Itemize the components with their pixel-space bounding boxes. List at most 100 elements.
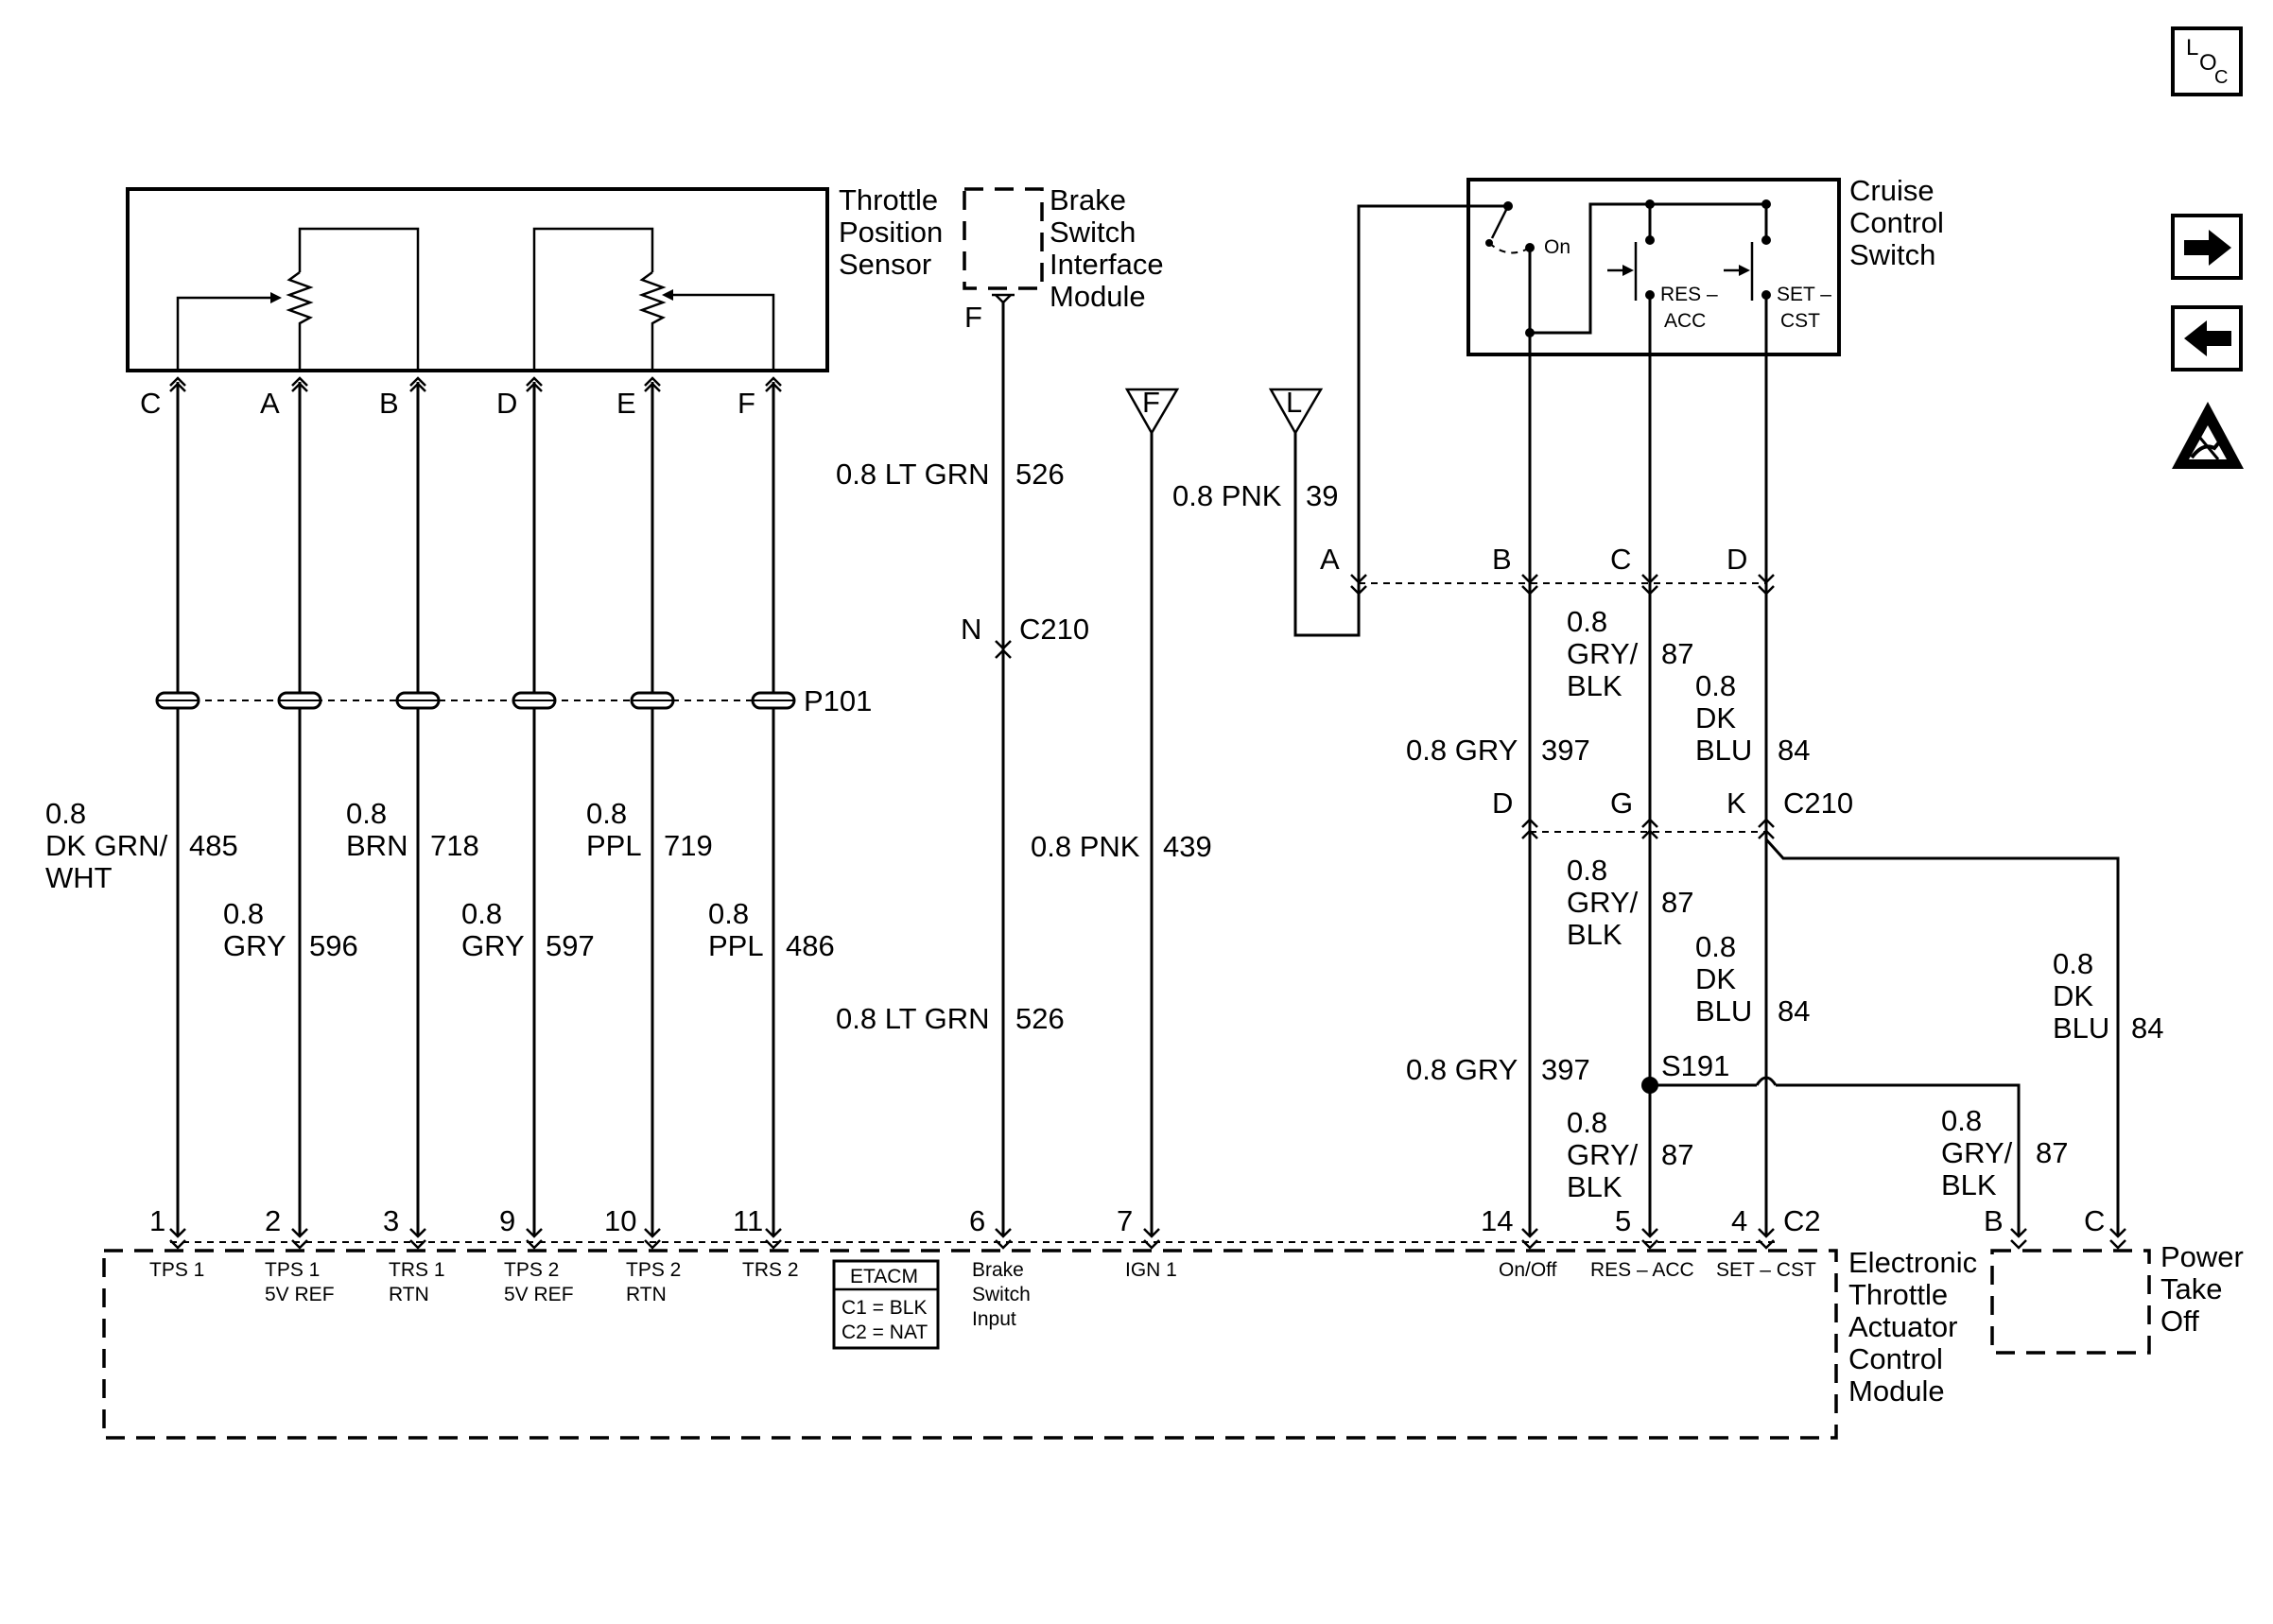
svg-text:397: 397 <box>1541 734 1590 767</box>
wire-label-718: 0.8 BRN 718 <box>346 797 479 862</box>
svg-text:2: 2 <box>265 1204 281 1237</box>
pto-label-3: Off <box>2160 1304 2199 1338</box>
wire-label-596: 0.8 GRY 596 <box>223 897 358 962</box>
svg-text:0.8: 0.8 <box>223 897 264 930</box>
res-label-2: ACC <box>1664 310 1706 332</box>
svg-text:5: 5 <box>1615 1204 1631 1237</box>
sensor-pin-e: E <box>616 387 636 420</box>
c210-label-cruise: C210 <box>1783 786 1853 820</box>
svg-text:TPS 1: TPS 1 <box>149 1259 204 1281</box>
s191-label: S191 <box>1661 1049 1729 1082</box>
svg-text:TPS 2: TPS 2 <box>626 1259 681 1281</box>
svg-text:0.8: 0.8 <box>1941 1104 1982 1137</box>
brake-wire-label-bottom: 0.8 LT GRN <box>836 1002 990 1035</box>
sensor-pin-c: C <box>140 387 161 420</box>
svg-text:C2 = NAT: C2 = NAT <box>842 1322 928 1343</box>
svg-text:DK GRN/: DK GRN/ <box>45 829 168 862</box>
sensor-pin-b: B <box>379 387 399 420</box>
ign-feed-letter: F <box>1142 386 1160 419</box>
svg-text:6: 6 <box>969 1204 985 1237</box>
pto-label-1: Power <box>2160 1240 2244 1273</box>
next-page-button[interactable] <box>2171 214 2243 280</box>
cruise-switch-label-2: Control <box>1849 206 1944 239</box>
etacm-pin-numbers: 1 2 3 9 10 11 6 7 14 5 4 <box>149 1204 1747 1237</box>
etacm-module-box <box>102 1249 1838 1440</box>
wire-label-597: 0.8 GRY 597 <box>461 897 595 962</box>
svg-text:C: C <box>2214 67 2228 88</box>
brake-module-label-4: Module <box>1050 280 1146 313</box>
svg-text:5V REF: 5V REF <box>265 1284 335 1305</box>
svg-text:BLU: BLU <box>1695 734 1752 767</box>
svg-text:GRY/: GRY/ <box>1941 1136 2013 1169</box>
svg-text:L: L <box>2186 35 2198 60</box>
svg-text:BLK: BLK <box>1567 1170 1622 1203</box>
svg-text:Switch: Switch <box>972 1284 1031 1305</box>
tps-label-3: Sensor <box>839 248 931 281</box>
svg-text:BLK: BLK <box>1567 918 1622 951</box>
pto-label-2: Take <box>2160 1272 2222 1305</box>
svg-text:0.8 GRY: 0.8 GRY <box>1406 1053 1518 1086</box>
p101-connector-icons <box>155 691 796 710</box>
svg-text:Input: Input <box>972 1308 1016 1330</box>
cruise-pin-a: A <box>1320 543 1340 576</box>
pto-module-box <box>1990 1249 2151 1355</box>
svg-text:596: 596 <box>309 929 358 962</box>
svg-text:BLK: BLK <box>1567 669 1622 702</box>
svg-text:BRN: BRN <box>346 829 408 862</box>
svg-text:GRY/: GRY/ <box>1567 886 1639 919</box>
pto-branch-wire-84 <box>1764 838 2120 1236</box>
wire-label-87-lower: 0.8 GRY/ BLK 87 <box>1567 1106 1693 1203</box>
brake-module-label-2: Switch <box>1050 216 1136 249</box>
svg-text:486: 486 <box>786 929 835 962</box>
svg-text:10: 10 <box>604 1204 636 1237</box>
svg-text:0.8: 0.8 <box>1695 930 1736 963</box>
arrow-left-icon <box>2184 320 2231 356</box>
etacm-connector-legend: ETACM C1 = BLK C2 = NAT <box>832 1259 940 1350</box>
c210-pin-d: D <box>1492 786 1513 820</box>
cruise-feed-icon <box>1268 388 1361 637</box>
wire-label-485: 0.8 DK GRN/ WHT 485 <box>45 797 238 894</box>
tps-box <box>126 187 829 372</box>
set-label-2: CST <box>1780 310 1820 332</box>
svg-text:GRY: GRY <box>223 929 286 962</box>
cruise-connector-chevrons <box>1350 574 1775 596</box>
ign-wire-label: 0.8 PNK <box>1031 830 1140 863</box>
svg-text:397: 397 <box>1541 1053 1590 1086</box>
tps-label-1: Throttle <box>839 183 938 216</box>
cruise-feed-letter: L <box>1286 386 1302 419</box>
svg-text:SET – CST: SET – CST <box>1716 1259 1816 1281</box>
pto-pin-b: B <box>1984 1204 2004 1237</box>
svg-text:0.8: 0.8 <box>2053 947 2093 980</box>
brake-pin-n: N <box>961 613 981 646</box>
wire-label-84-lower: 0.8 DK BLU 84 <box>1695 930 1810 1028</box>
svg-text:11: 11 <box>733 1204 763 1237</box>
arrow-right-icon <box>2184 230 2231 266</box>
svg-text:Brake: Brake <box>972 1259 1024 1281</box>
svg-text:1: 1 <box>149 1204 165 1237</box>
sensor-connector-chevrons <box>169 376 782 392</box>
svg-text:87: 87 <box>1661 637 1693 670</box>
svg-text:BLU: BLU <box>2053 1011 2109 1045</box>
wire-label-84-upper: 0.8 DK BLU 84 <box>1695 669 1810 767</box>
cruise-switch-label-3: Switch <box>1849 238 1935 271</box>
sensor-pin-f: F <box>737 387 755 420</box>
brake-pin-f: F <box>964 301 982 334</box>
loc-button[interactable]: L O C <box>2171 26 2243 96</box>
cruise-pin-b: B <box>1492 543 1512 576</box>
brake-module-label-1: Brake <box>1050 183 1126 216</box>
svg-text:On/Off: On/Off <box>1499 1259 1557 1281</box>
wire-label-87-pto: 0.8 GRY/ BLK 87 <box>1941 1104 2068 1201</box>
cruise-pin-d: D <box>1726 543 1747 576</box>
etacm-label-2: Throttle <box>1848 1278 1948 1311</box>
c210-label-brake: C210 <box>1019 613 1089 646</box>
svg-text:0.8: 0.8 <box>461 897 502 930</box>
sensor-pin-a: A <box>260 387 280 420</box>
previous-page-button[interactable] <box>2171 305 2243 371</box>
svg-text:0.8: 0.8 <box>586 797 627 830</box>
cruise-feed-label: 0.8 PNK <box>1172 479 1282 512</box>
c2-label: C2 <box>1783 1204 1821 1237</box>
svg-text:84: 84 <box>2131 1011 2163 1045</box>
svg-text:0.8: 0.8 <box>346 797 387 830</box>
ign-wire-circuit: 439 <box>1163 830 1212 863</box>
svg-text:0.8: 0.8 <box>45 797 86 830</box>
